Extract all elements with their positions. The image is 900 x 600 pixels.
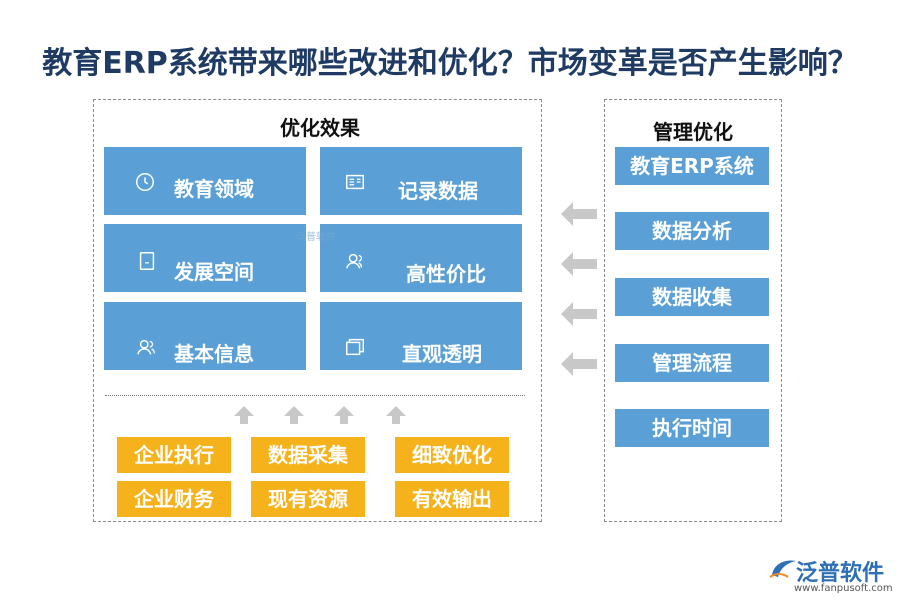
box-enterprise-finance: 企业财务: [117, 481, 231, 517]
left-arrow-icon: [561, 252, 597, 276]
up-arrow-icon: [234, 406, 254, 424]
left-arrow-icon: [561, 352, 597, 376]
tile-label: 发展空间: [174, 260, 254, 284]
up-arrow-icon: [334, 406, 354, 424]
box-detailed-optimization: 细致优化: [395, 437, 509, 473]
left-arrow-icon: [561, 202, 597, 226]
tile-basic-info: 基本信息: [104, 302, 306, 370]
watermark: 泛普软件: [296, 232, 336, 243]
item-data-gathering: 数据收集: [615, 278, 769, 316]
page-title: 教育ERP系统带来哪些改进和优化？市场变革是否产生影响？: [42, 46, 858, 81]
tile-label: 基本信息: [174, 342, 254, 366]
item-execution-time: 执行时间: [615, 409, 769, 447]
box-enterprise-execution: 企业执行: [117, 437, 231, 473]
item-management-process: 管理流程: [615, 344, 769, 382]
item-data-analysis: 数据分析: [615, 212, 769, 250]
tablet-icon: [139, 252, 155, 270]
tile-label: 直观透明: [402, 342, 482, 366]
user-icon: [346, 253, 363, 269]
logo-name: 泛普软件: [796, 561, 885, 586]
tile-development-space: 发展空间: [104, 224, 306, 292]
box-data-collection: 数据采集: [251, 437, 365, 473]
tile-label: 高性价比: [406, 262, 486, 286]
clock-icon: [136, 173, 154, 191]
item-education-erp-system: 教育ERP系统: [615, 147, 769, 185]
up-arrow-icon: [386, 406, 406, 424]
tile-label: 记录数据: [398, 179, 478, 203]
fanpu-logo-icon: [769, 560, 796, 578]
tile-label: 教育领域: [174, 177, 254, 201]
box-effective-output: 有效输出: [395, 481, 509, 517]
tile-education-field: 教育领域: [104, 147, 306, 215]
divider: [105, 395, 525, 396]
management-optimization-title: 管理优化: [653, 120, 733, 144]
document-list-icon: [346, 174, 364, 190]
tile-cost-effective: 高性价比: [320, 224, 522, 292]
windows-icon: [346, 338, 364, 356]
optimization-effects-title: 优化效果: [280, 116, 360, 140]
users-icon: [137, 339, 155, 355]
logo-url: www.fanpusoft.com: [794, 583, 893, 594]
left-arrow-icon: [561, 302, 597, 326]
up-arrow-icon: [284, 406, 304, 424]
tile-intuitive-transparent: 直观透明: [320, 302, 522, 370]
fanpu-logo: 泛普软件 www.fanpusoft.com: [766, 553, 896, 599]
tile-record-data: 记录数据: [320, 147, 522, 215]
box-existing-resources: 现有资源: [251, 481, 365, 517]
